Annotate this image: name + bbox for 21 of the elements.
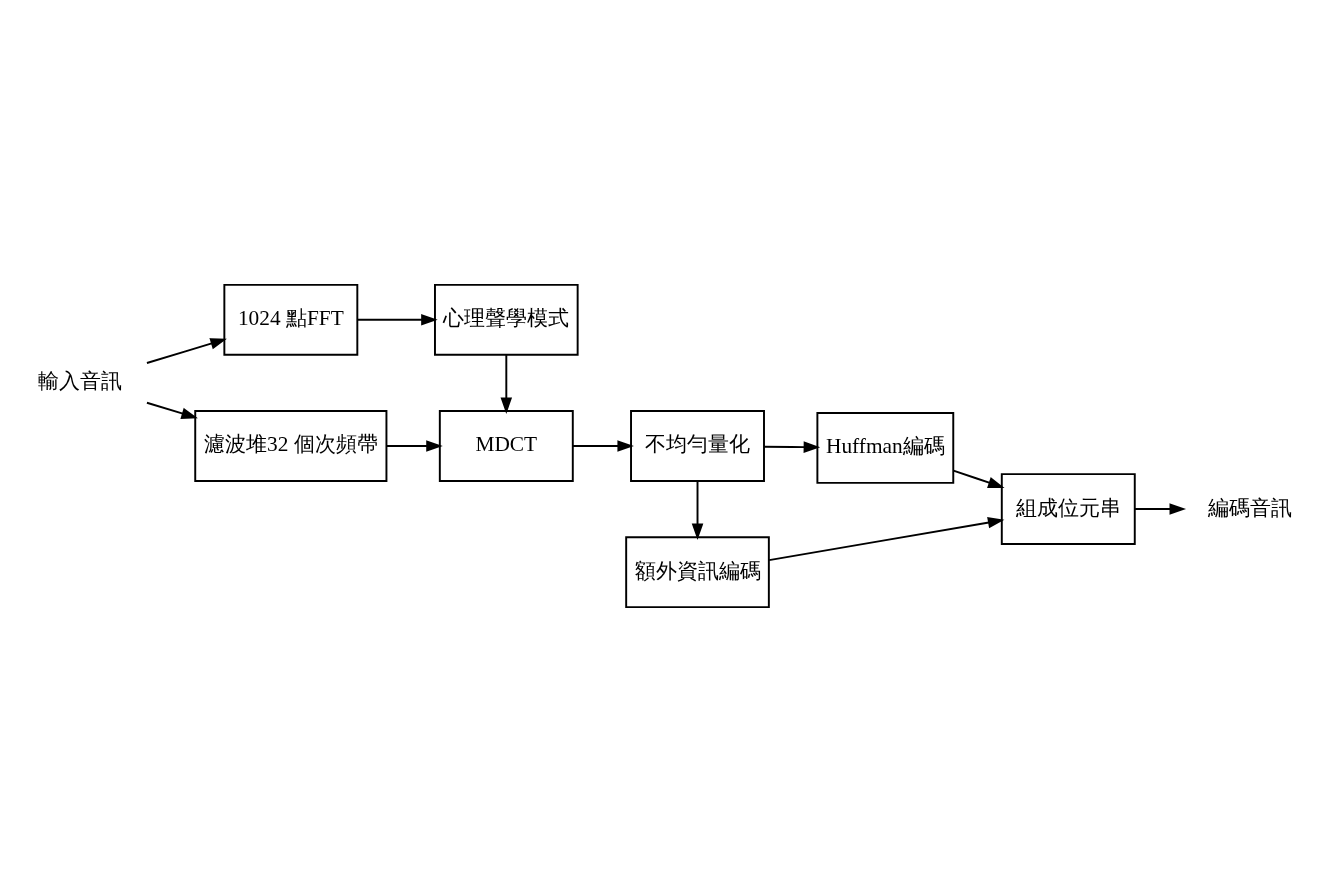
node-box: 心理聲學模式: [434, 283, 579, 356]
arrow: [145, 338, 227, 364]
arrow: [356, 314, 438, 326]
arrow: [691, 480, 704, 541]
node-box: 額外資訊編碼: [625, 536, 770, 609]
node-box: 不均勻量化: [630, 410, 765, 482]
node-box: 濾波堆32 個次頻帶: [194, 410, 388, 482]
arrow: [763, 441, 821, 453]
node-box: Huffman編碼: [816, 412, 955, 484]
arrow: [1133, 503, 1187, 515]
arrow: [952, 469, 1005, 489]
node-text: 輸入音訊: [38, 369, 123, 394]
node-text: 編碼音訊: [1207, 495, 1292, 520]
arrow: [145, 401, 198, 419]
node-box: 組成位元串: [1000, 473, 1136, 545]
arrow: [768, 516, 1005, 562]
arrow: [571, 440, 634, 452]
arrow: [500, 354, 513, 414]
node-box: MDCT: [438, 410, 574, 482]
node-box: 1024 點FFT: [223, 283, 359, 356]
arrow: [385, 440, 443, 452]
